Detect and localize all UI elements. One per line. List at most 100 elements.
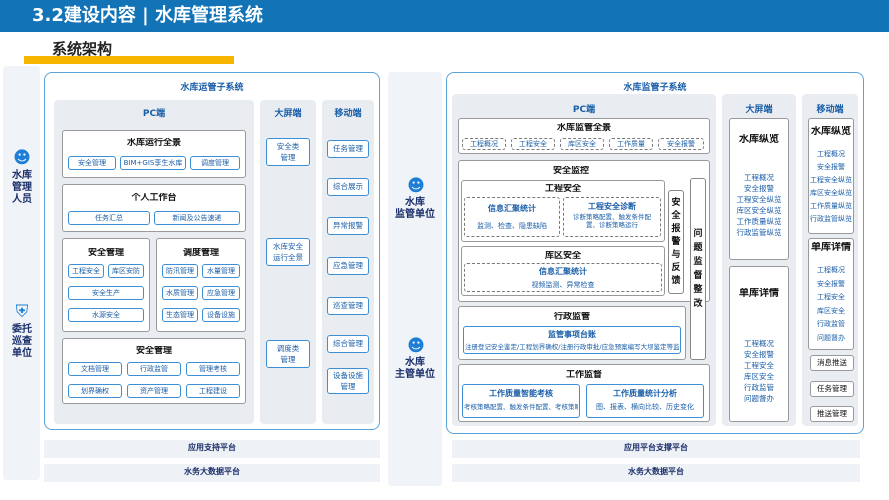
list-item: 工作质量纵览 xyxy=(810,202,852,210)
panel-text: 视频监测、异常检查 xyxy=(531,281,595,289)
list-item: 行政监管 xyxy=(744,383,774,392)
module-pill: 文档管理 xyxy=(68,362,122,376)
platform-bar: 应用平台支撑平台 xyxy=(452,440,860,458)
module-pill: 工程安全 xyxy=(511,138,555,150)
mobile-item: 设备设施 管理 xyxy=(327,368,369,394)
section-title: 安全管理 xyxy=(135,346,172,356)
rectify-box: 问题监督整改 xyxy=(690,178,706,360)
module-pill: 库区安防 xyxy=(108,264,144,278)
panel-title: 工作质量统计分析 xyxy=(613,389,677,398)
list-item: 安全报警 xyxy=(744,350,774,359)
mobile-item: 巡查管理 xyxy=(327,297,369,315)
screen-item: 水库安全 运行全景 xyxy=(266,238,310,266)
right-roles-column xyxy=(388,72,442,486)
list-item: 行政监管纵览 xyxy=(736,228,782,237)
section-title: 安全监控 xyxy=(552,166,589,176)
subtitle-underline xyxy=(24,56,234,64)
module-pill: 工程安全 xyxy=(68,264,104,278)
panel-title: 监管事项台账 xyxy=(548,330,596,339)
mobile-item: 应急管理 xyxy=(327,257,369,275)
column-title: 移动端 xyxy=(334,109,362,119)
reservoir-stats-panel xyxy=(464,263,662,292)
box-title: 工程安全 xyxy=(544,184,581,194)
module-pill: 新闻及公告速递 xyxy=(154,211,240,225)
list-item: 工程安全 xyxy=(817,293,845,301)
diagnosis-panel xyxy=(563,197,661,237)
module-pill: 安全报警 xyxy=(658,138,704,150)
box-title: 单库详情 xyxy=(811,242,851,253)
section-title: 工作监督 xyxy=(565,370,602,380)
panel-text: 诊断策略配置、触发条件配置、诊断策略运行 xyxy=(573,213,651,229)
module-pill: 应急管理 xyxy=(202,286,240,300)
work-assess-panel xyxy=(462,384,580,418)
list-item: 库区安全纵览 xyxy=(810,189,852,197)
mobile-overview-box xyxy=(808,118,854,234)
list-item: 安全报警 xyxy=(817,279,845,288)
role-label: 水库 管理 人员 xyxy=(12,170,32,205)
box-title: 水库纵览 xyxy=(811,126,851,137)
screen-item: 调度类 管理 xyxy=(266,340,310,368)
mobile-extra-item: 推送管理 xyxy=(810,406,854,422)
panel-title: 工作质量智能考核 xyxy=(489,389,553,398)
list-item: 行政监管纵览 xyxy=(810,215,852,223)
platform-bar: 水务大数据平台 xyxy=(452,464,860,482)
list-item: 安全报警 xyxy=(817,163,845,171)
module-pill: 水质管理 xyxy=(162,286,198,300)
module-pill: 资产管理 xyxy=(127,384,181,398)
box-title: 水库纵览 xyxy=(739,134,779,145)
mobile-extra-item: 任务管理 xyxy=(810,381,854,397)
screen-overview-box xyxy=(729,118,789,260)
role-label: 水库 主管单位 xyxy=(395,357,435,380)
section-subtitle: 系统架构 xyxy=(52,40,113,58)
module-pill: 任务汇总 xyxy=(68,211,150,225)
header-bar xyxy=(0,0,889,32)
module-pill: 工程建设 xyxy=(186,384,240,398)
list-item: 安全报警 xyxy=(744,184,774,193)
shield-icon: ⛨ xyxy=(15,302,29,322)
mobile-extra-item: 消息推送 xyxy=(810,355,854,371)
list-item: 问题督办 xyxy=(817,333,845,342)
screen-item: 安全类 管理 xyxy=(266,138,310,166)
list-item: 库区安全 xyxy=(744,372,774,381)
list-item: 工程概况 xyxy=(744,173,774,182)
panel-title: 信息汇聚统计 xyxy=(539,267,587,276)
module-pill: 水源安全 xyxy=(68,308,144,322)
role-label: 水库 监管单位 xyxy=(395,197,435,220)
left-roles-column xyxy=(3,66,40,480)
column-title: PC端 xyxy=(572,105,596,115)
panel-text: 图、报表、横向比较、历史变化 xyxy=(596,403,694,411)
mobile-item: 任务管理 xyxy=(327,140,369,158)
module-pill: 行政监管 xyxy=(127,362,181,376)
section-title: 调度管理 xyxy=(182,248,219,258)
module-pill: 划界确权 xyxy=(68,384,122,398)
platform-bar: 应用支持平台 xyxy=(44,440,380,458)
column-title: 大屏端 xyxy=(745,105,773,115)
panel-text: 监测、检查、隐患缺陷 xyxy=(477,222,547,230)
list-item: 问题督办 xyxy=(744,394,774,403)
role-label: 委托 巡查 单位 xyxy=(12,324,32,359)
module-pill: BIM+GIS孪生水库 xyxy=(120,156,186,170)
section-title: 行政监管 xyxy=(553,312,590,322)
module-pill: 安全生产 xyxy=(68,286,144,300)
module-pill: 调度管理 xyxy=(190,156,240,170)
box-title: 库区安全 xyxy=(544,251,581,261)
work-analysis-panel xyxy=(586,384,704,418)
alarm-feedback-box: 安全报警与反馈 xyxy=(668,190,684,294)
admin-ledger xyxy=(463,326,681,354)
module-pill: 水量管理 xyxy=(202,264,240,278)
person-icon: ☻ xyxy=(407,176,425,196)
mobile-item: 综合展示 xyxy=(327,178,369,196)
section-title: 水库运行全景 xyxy=(126,138,181,148)
box-title: 单库详情 xyxy=(739,288,779,299)
list-item: 工作质量纵览 xyxy=(736,217,782,226)
page-title: 3.2建设内容 | 水库管理系统 xyxy=(32,5,263,26)
person-icon: ☻ xyxy=(407,336,425,356)
list-item: 库区安全纵览 xyxy=(736,206,782,215)
module-pill: 工作质量 xyxy=(609,138,653,150)
column-title: 移动端 xyxy=(816,105,844,115)
panel-title: 水库运管子系统 xyxy=(180,83,244,93)
section-title: 个人工作台 xyxy=(131,193,177,203)
platform-bar: 水务大数据平台 xyxy=(44,464,380,482)
module-pill: 库区安全 xyxy=(560,138,604,150)
mobile-detail-box xyxy=(808,238,854,350)
